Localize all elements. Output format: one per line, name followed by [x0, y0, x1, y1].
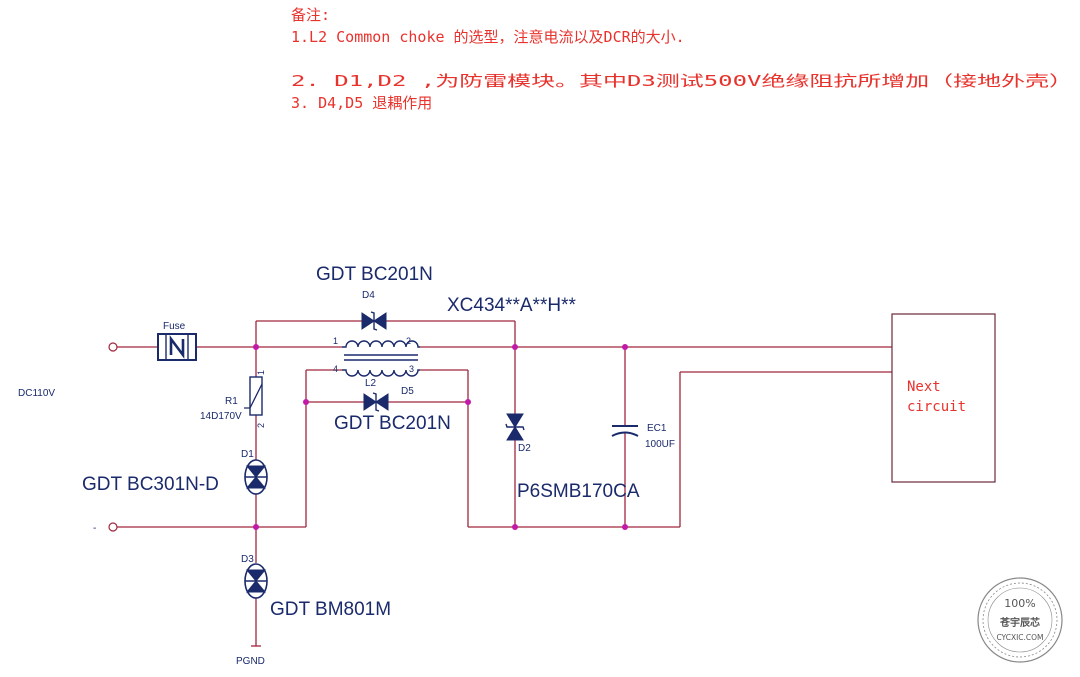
d4-diode: GDT BC201N D4: [316, 264, 433, 331]
d1-label: D1: [241, 449, 254, 460]
pgnd-symbol: PGND: [236, 645, 265, 667]
junctions: [253, 344, 628, 530]
d4-label: D4: [362, 290, 375, 301]
d2-label: D2: [518, 443, 531, 454]
next-circuit-line-1: Next: [907, 379, 941, 395]
d1-gdt: D1 GDT BC301N-D: [82, 449, 268, 495]
xc-part-label: XC434**A**H**: [447, 295, 576, 316]
note-line-1: 1.L2 Common choke 的选型，注意电流以及DCR的大小.: [291, 28, 685, 46]
watermark-site: CYCXIC.COM: [996, 633, 1043, 642]
ec1-value: 100UF: [645, 439, 675, 450]
wires: [117, 320, 892, 646]
input-plus-terminal: [108, 342, 118, 352]
notes: 备注: 1.L2 Common choke 的选型，注意电流以及DCR的大小. …: [291, 6, 1073, 112]
d3-gdt: D3 GDT BM801M: [241, 554, 391, 620]
watermark-stamp: 100% 苍宇辰芯 CYCXIC.COM: [977, 577, 1063, 663]
r1-pin-1: 1: [256, 370, 266, 375]
note-line-2: 2. D1,D2 ,为防雷模块。其中D3测试500V绝缘阻抗所增加（接地外壳）: [291, 72, 1073, 90]
d1-part-label: GDT BC301N-D: [82, 474, 219, 495]
ec1-capacitor: EC1 100UF: [611, 423, 675, 450]
d5-part-label: GDT BC201N: [334, 413, 451, 434]
r1-value: 14D170V: [200, 411, 242, 422]
fuse-label: Fuse: [163, 321, 186, 332]
watermark-brand: 苍宇辰芯: [999, 616, 1040, 629]
l2-pin-2: 2: [406, 336, 411, 346]
l2-pin-3: 3: [409, 364, 414, 374]
d2-tvs: D2 P6SMB170CA: [505, 413, 640, 502]
d3-label: D3: [241, 554, 254, 565]
input-minus-label: -: [93, 523, 96, 534]
fuse: Fuse: [157, 321, 197, 361]
d3-part-label: GDT BM801M: [270, 599, 391, 620]
watermark-percent: 100%: [1004, 597, 1035, 610]
r1-label: R1: [225, 396, 238, 407]
d5-label: D5: [401, 386, 414, 397]
l2-pin-1: 1: [333, 336, 338, 346]
r1-varistor: 1 2 R1 14D170V: [200, 370, 266, 428]
r1-pin-2: 2: [256, 423, 266, 428]
next-circuit-line-2: circuit: [907, 399, 966, 415]
l2-pin-4: 4: [333, 364, 338, 374]
ec1-label: EC1: [647, 423, 667, 434]
d4-part-label: GDT BC201N: [316, 264, 433, 285]
d5-diode: D5 GDT BC201N: [334, 386, 451, 434]
d2-part-label: P6SMB170CA: [517, 481, 640, 502]
pgnd-label: PGND: [236, 656, 265, 667]
note-line-3: 3. D4,D5 退耦作用: [291, 94, 432, 112]
input-voltage-label: DC110V: [18, 388, 55, 399]
notes-title: 备注:: [291, 6, 330, 24]
l2-label: L2: [365, 378, 377, 389]
l2-common-choke: 1 2 4 3 L2: [333, 336, 420, 389]
input-minus-terminal: [108, 522, 118, 532]
next-circuit-box: Next circuit: [891, 313, 996, 483]
